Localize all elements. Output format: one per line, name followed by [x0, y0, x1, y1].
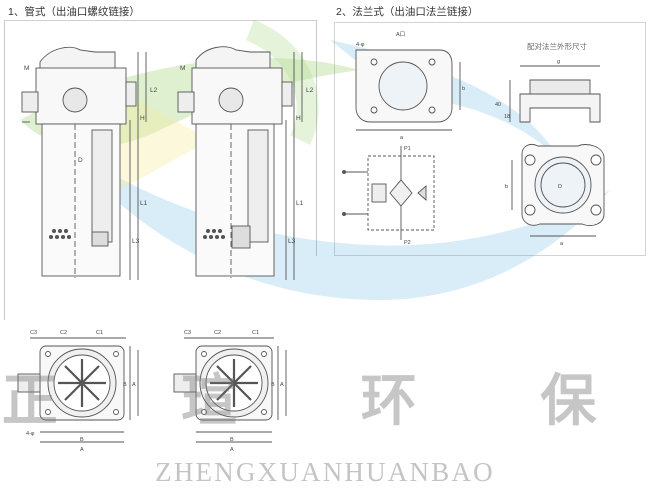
flange-top-view	[355, 49, 461, 131]
heading-tube-type: 1、管式（出油口螺纹链接）	[8, 6, 140, 18]
dim-c1: C1	[96, 330, 103, 336]
dim-a-side: A	[132, 382, 136, 388]
label-p2: P2	[404, 240, 411, 246]
dim-l2-right: L2	[306, 87, 314, 94]
dim-g: g	[557, 59, 560, 65]
dim-l1: L1	[140, 200, 148, 207]
watermark-chinese: 正 瑄 环 保	[1, 368, 649, 434]
dim-c3: C3	[30, 330, 37, 336]
flange-bottom-view	[511, 143, 605, 237]
dim-b-plan: B	[80, 437, 84, 443]
dim-4-phi: 4-φ	[356, 42, 365, 48]
dim-d: D	[78, 157, 83, 164]
dim-c2-right: C2	[214, 330, 221, 336]
dim-a-plan: A	[80, 447, 84, 453]
dim-h-right: H	[296, 115, 301, 122]
dim-h: H	[140, 115, 145, 122]
heading-flange-type: 2、法兰式（出油口法兰链接）	[336, 6, 479, 18]
dim-thickness: 18	[504, 114, 510, 120]
plan-view-left	[17, 337, 139, 443]
dim-l3: L3	[132, 238, 140, 245]
dim-c2: C2	[60, 330, 67, 336]
label-a-port: A口	[396, 31, 405, 38]
dim-a-plan-right: A	[230, 447, 234, 453]
panel-top-border	[4, 20, 316, 21]
dim-m-right: M	[180, 65, 185, 72]
dim-l2: L2	[150, 87, 158, 94]
filter-tube-left	[21, 46, 147, 280]
dim-a: a	[400, 135, 404, 141]
dim-b-side: B	[123, 382, 127, 388]
dim-l3-right: L3	[288, 238, 296, 245]
flange-panel	[334, 22, 646, 256]
dim-height: 40	[495, 102, 501, 108]
dim-b: b	[462, 86, 465, 92]
filter-tube-right	[177, 46, 303, 280]
dim-l1-right: L1	[296, 200, 304, 207]
dim-a-bottom: a	[560, 241, 564, 247]
panel-divider	[4, 20, 5, 320]
plan-view-right	[173, 337, 287, 443]
dim-b-side-right: B	[271, 382, 275, 388]
dim-c1-right: C1	[252, 330, 259, 336]
dim-d-bottom: D	[558, 184, 562, 190]
dim-4-phi-plan: 4-φ	[26, 431, 35, 437]
panel-divider-right	[316, 20, 317, 256]
flange-side-view	[509, 65, 601, 123]
dim-b-bottom: b	[505, 184, 508, 190]
dim-a-side-right: A	[280, 382, 284, 388]
hydraulic-schematic	[342, 146, 435, 240]
dim-b-plan-right: B	[230, 437, 234, 443]
watermark-english: ZHENGXUANHUANBAO	[155, 457, 495, 487]
flange-note: 配对法兰外形尺寸	[527, 42, 587, 51]
label-p1: P1	[404, 146, 411, 152]
dim-m: M	[24, 65, 29, 72]
dim-c3-right: C3	[184, 330, 191, 336]
